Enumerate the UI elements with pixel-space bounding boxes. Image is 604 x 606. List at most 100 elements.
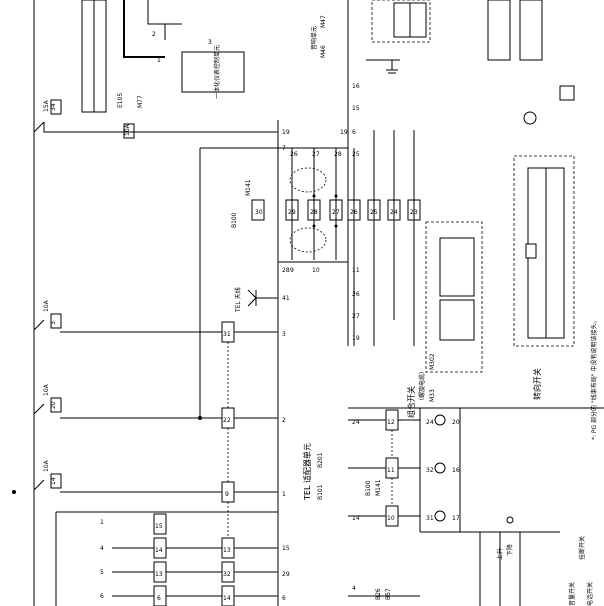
tel-antenna: TEL 天线	[234, 287, 278, 313]
left-box-13b: 13	[223, 547, 231, 554]
down-label: 下降	[506, 544, 514, 556]
wire-fuse1	[43, 122, 278, 133]
combo-conn-b: M302	[429, 353, 436, 370]
footnote: *: PG 部分的 "线束布局" 中没有说明该接头。	[590, 318, 598, 440]
steer-conn-b: B57	[385, 588, 392, 600]
fuse-conn-b: M77	[137, 95, 144, 108]
right-box-12: 12	[387, 419, 395, 426]
combo-pin-24b: 24	[426, 419, 434, 426]
pin-15: 15	[352, 105, 360, 112]
pin-11: 11	[352, 267, 360, 274]
display-pin-1: 1	[157, 57, 161, 64]
audio-conn-a: M46	[320, 45, 327, 58]
tel-pin-41: 41	[282, 295, 290, 302]
pin-19b: 19	[352, 335, 360, 342]
turn-signal-label: 转向开关	[532, 368, 542, 400]
conn-circle-icon	[523, 111, 537, 125]
tel-pin-29: 29	[282, 571, 290, 578]
integrated-display-unit: 一体化仪表控制单元 2 1 3	[123, 0, 245, 99]
combo-conn-a: M33	[429, 389, 436, 402]
pin-16: 16	[352, 83, 360, 90]
audio-pin-19: 19	[340, 129, 348, 136]
combo-pin-24: 24	[352, 419, 360, 426]
combo-pin-31: 31	[426, 515, 434, 522]
tel-pin-2: 2	[282, 417, 286, 424]
audio-conn-b: M47	[320, 15, 327, 28]
pin-27b: 27	[352, 313, 360, 320]
tel-conn-b: B201	[317, 452, 324, 468]
display-pin-2: 2	[152, 31, 156, 38]
tel-pin-6: 6	[282, 595, 286, 602]
combo-joint-a: B100	[365, 480, 372, 496]
spiral-cable-label: （螺旋电缆）	[418, 368, 426, 404]
left-pin-5: 5	[100, 569, 104, 576]
pin-9: 9	[290, 267, 294, 274]
connector-grid-top	[81, 0, 107, 113]
hang-switch-label: 挂断开关	[578, 536, 586, 560]
tel-pin-15: 15	[282, 545, 290, 552]
left-box-6: 6	[157, 595, 161, 602]
tel-conn-a: B101	[317, 484, 324, 500]
pin-28: 28	[334, 151, 342, 158]
fuse-2-num: 3	[50, 321, 57, 325]
fuse-4-amp: 10A	[43, 459, 50, 472]
combo-pin-4: 4	[352, 585, 356, 592]
combo-joint-b: M141	[375, 479, 382, 496]
tel-pin-28: 28	[282, 267, 290, 274]
combo-pin-20: 20	[452, 419, 460, 426]
volume-switch-label: 音量开关	[568, 582, 576, 606]
fuse-column: 15A 34 10A 3 10A 20 10A 14 10A E105 M77	[33, 0, 144, 606]
pin-26: 26	[290, 151, 298, 158]
right-box-11: 11	[387, 467, 395, 474]
inline-box-30: 30	[255, 209, 263, 216]
fuse-small-amp: 10A	[124, 123, 131, 136]
tel-antenna-label: TEL 天线	[234, 287, 242, 313]
joint-conn-b: M141	[245, 179, 252, 196]
left-pin-1: 1	[100, 519, 104, 526]
audio-unit-label-group: 音响单元 M46 M47	[310, 15, 327, 58]
big-connector-box	[513, 85, 575, 347]
left-box-15: 15	[155, 523, 163, 530]
fuse-conn-a: E105	[117, 93, 124, 108]
tel-pin-1: 1	[282, 491, 286, 498]
wire-display-1	[123, 0, 165, 58]
left-box-13: 13	[155, 571, 163, 578]
fuse-1-num: 34	[50, 103, 57, 111]
steer-conn-a: B26	[375, 588, 382, 600]
combo-switch-label: 组合开关	[406, 386, 416, 418]
combo-pin-16: 16	[452, 467, 460, 474]
joint-conn-a: B100	[231, 212, 238, 228]
combo-pin-14: 14	[352, 515, 360, 522]
left-box-14: 14	[155, 547, 163, 554]
pin-25: 25	[352, 151, 360, 158]
combo-pin-17: 17	[452, 515, 460, 522]
display-unit-label: 一体化仪表控制单元	[213, 45, 221, 99]
pin-6: 6	[352, 129, 356, 136]
m33-m302-connector-box	[425, 221, 483, 373]
fuse-3-num: 20	[50, 401, 57, 409]
up-label: 上升	[496, 548, 504, 560]
left-box-32: 32	[223, 571, 231, 578]
left-pin-6: 6	[100, 593, 104, 600]
tel-pin-19: 19	[282, 129, 290, 136]
tel-adapter-label: TEL 适配器单元	[302, 443, 312, 501]
fuse-3-amp: 10A	[43, 383, 50, 396]
audio-unit-label: 音响单元	[310, 26, 318, 50]
combination-switch: 12 11 10 B100 M141 24 20 32 16 31 17 14 …	[348, 353, 604, 592]
fuse-1-amp: 15A	[43, 99, 50, 112]
phone-switch-label: 电话开关	[586, 582, 594, 606]
display-pin-3: 3	[208, 39, 212, 46]
tel-pin-3: 3	[282, 331, 286, 338]
pin-10: 10	[312, 267, 320, 274]
fuse-4-num: 14	[50, 477, 57, 485]
steering-switches: B26 B57 上升 下降 音量开关 挂断开关 电话开关	[348, 516, 594, 606]
left-inline-connectors: 1 4 5 6 15 14 13 6 13 32 14 9 22 31	[55, 321, 278, 606]
left-pin-4: 4	[100, 545, 104, 552]
joint-connector-block: 30 B100 M141 29 28 27 26 25 24 23	[231, 130, 421, 346]
pin-26b: 26	[352, 291, 360, 298]
right-box-10: 10	[387, 515, 395, 522]
left-box-9: 9	[225, 491, 229, 498]
tel-adapter-unit: TEL 适配器单元 B101 B201 3 2 1 15 29 6 19 7 2…	[277, 120, 324, 606]
pin-27: 27	[312, 151, 320, 158]
